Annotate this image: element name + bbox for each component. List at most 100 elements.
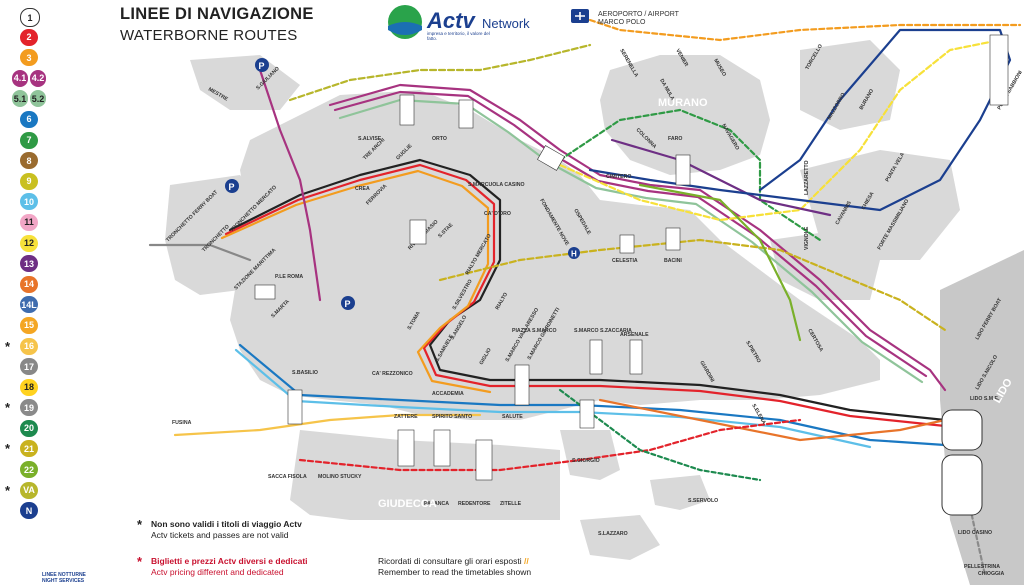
line-badge: 17: [20, 358, 38, 376]
stop-label: ACCADEMIA: [432, 391, 464, 397]
route-line-N: [588, 28, 1012, 212]
lido-terminal: [941, 454, 983, 516]
route-line-va: [288, 43, 592, 102]
stop-label: S.SERVOLO: [688, 498, 718, 504]
line-badge: 6: [20, 110, 38, 128]
stop-label: CA' D'ORO: [484, 211, 511, 217]
line-badge: 22: [20, 461, 38, 479]
route-line-41: [328, 83, 947, 392]
tickets-note-en: Actv tickets and passes are not valid: [151, 530, 289, 540]
line-badge: 16: [20, 337, 38, 355]
line-badge: 13: [20, 255, 38, 273]
legend-item: 2: [6, 27, 46, 48]
land-vignole: [800, 150, 960, 260]
legend-item: 17: [6, 356, 46, 377]
map-title: LINEE DI NAVIGAZIONE: [120, 5, 314, 23]
stop-label: LAZZARETTO: [804, 161, 810, 195]
route-line-3: [220, 169, 492, 394]
route-line-14: [598, 398, 947, 442]
hospital-icon: H: [568, 247, 580, 259]
stop-label: S.MARCO S.ZACCARIA: [574, 328, 632, 334]
legend-item: 22: [6, 459, 46, 480]
airport-title: AEROPORTO / AIRPORT: [598, 11, 679, 18]
legend-item: N: [6, 500, 46, 521]
route-line-51: [338, 98, 924, 384]
land-mestre: [190, 55, 300, 110]
line-badge: 14: [20, 275, 38, 293]
line-badge: 7: [20, 131, 38, 149]
land-masses: [165, 40, 1024, 585]
line-badge: 14L: [20, 296, 38, 314]
land-murano: [600, 55, 770, 175]
legend-item: 14L: [6, 294, 46, 315]
line-badge: 4.1: [12, 69, 28, 87]
asterisk-icon: *: [5, 482, 11, 498]
legend-item: 7: [6, 130, 46, 151]
stop-label: PIAZZA S.MARCO: [512, 328, 556, 334]
line-badge: 1: [20, 8, 40, 27]
route-line-22: [638, 183, 802, 342]
brand-logo: [388, 5, 422, 39]
line-badge: 2: [20, 28, 38, 46]
line-badge: 8: [20, 152, 38, 170]
stop-label: PALANCA: [424, 501, 449, 507]
legend-item: 9: [6, 171, 46, 192]
parking-icon: P: [255, 58, 269, 72]
line-badge: 12: [20, 234, 38, 252]
stop-label: PELLESTRINA: [964, 564, 1000, 570]
legend-item: 18: [6, 377, 46, 398]
stop-label: S.ALVISE: [358, 136, 382, 142]
stop-label: LIDO CASINO: [958, 530, 992, 536]
brand-tagline: impresa e territorio, il valore del fatt…: [427, 31, 490, 41]
stop-label: P.LE ROMA: [275, 274, 303, 280]
stop-label: FUSINA: [172, 420, 192, 426]
line-badge: 10: [20, 193, 38, 211]
svg-text:P: P: [259, 61, 265, 71]
plane-icon: [571, 9, 589, 23]
legend-item: 8: [6, 150, 46, 171]
pricing-note-en: Actv pricing different and dedicated: [151, 567, 284, 577]
map-subtitle: WATERBORNE ROUTES: [120, 27, 298, 44]
stop-label: BACINI: [664, 258, 682, 264]
legend-item: 15: [6, 315, 46, 336]
stop-label: S.GIORGIO: [572, 458, 600, 464]
stop-label: VIGNOLE: [804, 226, 810, 250]
land-sgiorgio: [560, 430, 620, 480]
legend-item: 13: [6, 253, 46, 274]
stop-label: ZITELLE: [500, 501, 522, 507]
asterisk-icon: *: [137, 554, 143, 569]
asterisk-icon: *: [5, 400, 11, 416]
legend-item: *21: [5, 438, 46, 459]
line-badge: VA: [20, 481, 38, 499]
network-label: Network: [482, 16, 530, 31]
route-line-mestre: [258, 68, 322, 302]
stop-label: FARO: [668, 136, 682, 142]
route-line-2: [224, 163, 947, 428]
route-line-17: [148, 243, 252, 262]
stop-label: S.LAZZARO: [598, 531, 628, 537]
route-line-21: [438, 238, 947, 332]
route-line-13: [610, 138, 832, 217]
line-badge: N: [20, 502, 38, 520]
area-label-giudecca: GIUDECCA: [378, 498, 437, 510]
legend-item: 6: [6, 109, 46, 130]
stop-label: SPIRITO SANTO: [432, 414, 472, 420]
line-badge: 9: [20, 172, 38, 190]
legend-item: 20: [6, 418, 46, 439]
asterisk-icon: *: [5, 338, 11, 354]
asterisk-icon: *: [137, 517, 143, 532]
line-badge: 11: [20, 213, 38, 231]
timetable-note: Ricordati di consultare gli orari espost…: [378, 556, 531, 578]
legend-item: 11: [6, 212, 46, 233]
airport-name: MARCO POLO: [598, 19, 646, 26]
land-giudecca: [290, 430, 560, 520]
stop-label: ORTO: [432, 136, 447, 142]
line-badge: 20: [20, 419, 38, 437]
legend-item: 1: [6, 6, 46, 27]
stop-label: CIMITERO: [606, 174, 631, 180]
night-services-label: LINEE NOTTURNE NIGHT SERVICES: [42, 572, 86, 584]
pricing-note-it: Biglietti e prezzi Actv diversi e dedica…: [151, 556, 308, 566]
tickets-note: * Non sono validi i titoli di viaggio Ac…: [137, 517, 302, 541]
